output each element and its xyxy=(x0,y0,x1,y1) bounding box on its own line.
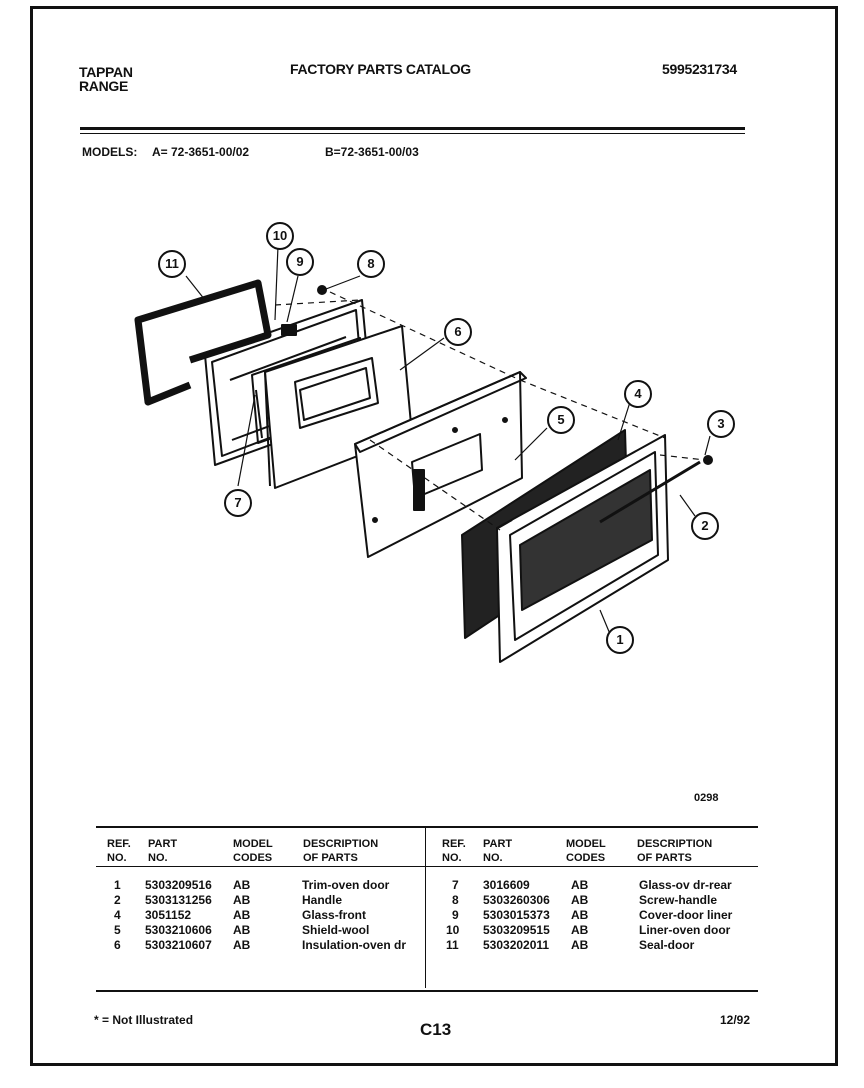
callout-8: 8 xyxy=(357,250,385,278)
part-no: 5303015373 xyxy=(483,908,550,922)
callout-2: 2 xyxy=(691,512,719,540)
header-ref-right: REF. NO. xyxy=(442,838,466,864)
callout-6: 6 xyxy=(444,318,472,346)
description: Glass-ov dr-rear xyxy=(639,878,732,892)
drawing-number: 0298 xyxy=(694,792,719,804)
model-code: AB xyxy=(233,923,251,937)
header-part-right: PART NO. xyxy=(483,838,513,864)
part-no: 5303202011 xyxy=(483,938,550,952)
catalog-number: 5995231734 xyxy=(662,61,737,77)
callout-1: 1 xyxy=(606,626,634,654)
trim-oven-door-part xyxy=(496,434,669,663)
callout-3: 3 xyxy=(707,410,735,438)
description: Liner-oven door xyxy=(639,923,731,937)
page-title: FACTORY PARTS CATALOG xyxy=(290,61,471,77)
ref-no: 1 xyxy=(114,878,121,892)
ref-no: 7 xyxy=(452,878,459,892)
description: Handle xyxy=(302,893,343,907)
model-code: AB xyxy=(571,908,589,922)
page-code: C13 xyxy=(420,1020,452,1039)
table-bottom-rule xyxy=(96,990,758,992)
part-no: 5303210606 xyxy=(145,923,212,937)
shield-wool-part xyxy=(354,371,527,558)
header-model-left: MODEL CODES xyxy=(233,838,273,864)
callout-7: 7 xyxy=(224,489,252,517)
callout-10: 10 xyxy=(266,222,294,250)
part-no: 3016609 xyxy=(483,878,530,892)
seal-door-part xyxy=(134,279,272,406)
header-rule-thin xyxy=(80,133,745,134)
screw-part xyxy=(317,285,327,295)
brand-line2: RANGE xyxy=(79,78,129,94)
screw-handle-part xyxy=(703,455,713,465)
table-top-rule xyxy=(96,826,758,828)
description: Seal-door xyxy=(639,938,695,952)
handle-part xyxy=(599,460,701,524)
model-code: AB xyxy=(233,938,251,952)
ref-no: 11 xyxy=(446,938,459,952)
description: Cover-door liner xyxy=(639,908,733,922)
model-code: AB xyxy=(571,878,589,892)
part-no: 5303209515 xyxy=(483,923,550,937)
model-a: A= 72-3651-00/02 xyxy=(152,145,250,159)
part-no: 5303209516 xyxy=(145,878,212,892)
footnote: * = Not Illustrated xyxy=(94,1013,194,1027)
ref-no: 5 xyxy=(114,923,121,937)
header-ref-left: REF. NO. xyxy=(107,838,131,864)
ref-no: 6 xyxy=(114,938,121,952)
models-label: MODELS: xyxy=(82,145,138,159)
ref-no: 8 xyxy=(452,893,459,907)
print-date: 12/92 xyxy=(720,1013,751,1027)
ref-no: 2 xyxy=(114,893,121,907)
part-no: 5303260306 xyxy=(483,893,550,907)
model-b: B=72-3651-00/03 xyxy=(325,145,419,159)
table-divider xyxy=(425,828,426,988)
ref-no: 10 xyxy=(446,923,460,937)
ref-no: 9 xyxy=(452,908,459,922)
model-code: AB xyxy=(571,893,589,907)
model-code: AB xyxy=(233,908,251,922)
callout-9: 9 xyxy=(286,248,314,276)
header-part-left: PART NO. xyxy=(148,838,178,864)
model-code: AB xyxy=(233,893,251,907)
callout-5: 5 xyxy=(547,406,575,434)
description: Glass-front xyxy=(302,908,367,922)
part-no: 5303210607 xyxy=(145,938,212,952)
header-rule xyxy=(80,127,745,130)
part-no: 3051152 xyxy=(145,908,192,922)
brand-line1: TAPPAN xyxy=(79,64,133,80)
part-no: 5303131256 xyxy=(145,893,212,907)
table-header-rule xyxy=(96,866,758,867)
header-model-right: MODEL CODES xyxy=(566,838,606,864)
description: Insulation-oven dr xyxy=(302,938,407,952)
callout-4: 4 xyxy=(624,380,652,408)
brand-block: TAPPAN RANGE xyxy=(79,65,133,93)
header-desc-right: DESCRIPTION OF PARTS xyxy=(637,838,713,864)
callout-11: 11 xyxy=(158,250,186,278)
model-code: AB xyxy=(571,923,589,937)
description: Shield-wool xyxy=(302,923,370,937)
description: Trim-oven door xyxy=(302,878,390,892)
description: Screw-handle xyxy=(639,893,718,907)
header-desc-left: DESCRIPTION OF PARTS xyxy=(303,838,379,864)
page-border xyxy=(30,6,838,1066)
model-code: AB xyxy=(571,938,589,952)
model-code: AB xyxy=(233,878,251,892)
ref-no: 4 xyxy=(114,908,121,922)
